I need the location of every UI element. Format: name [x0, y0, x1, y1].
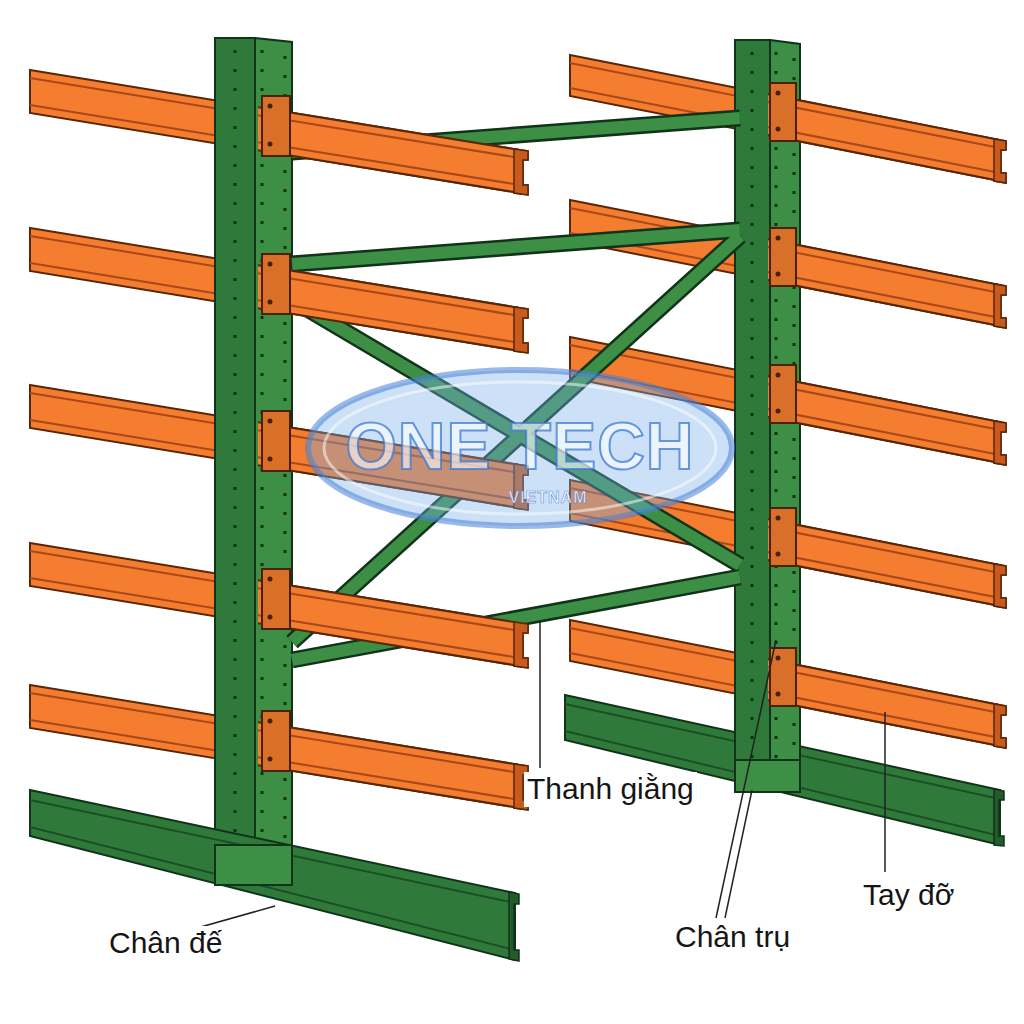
part-label-holder: Tay đỡ [860, 878, 957, 913]
part-label-holder: Thanh giằng [524, 772, 697, 807]
part-label: Tay đỡ [860, 878, 957, 913]
part-label: Thanh giằng [524, 772, 697, 807]
watermark-subtext-holder: VIETNAM [509, 489, 588, 507]
part-label-holder: Chân trụ [672, 920, 793, 955]
support-arms-back [30, 55, 1006, 810]
watermark-logo [308, 370, 732, 526]
watermark-text: ONE TECH [345, 413, 694, 479]
part-label: Chân trụ [672, 920, 793, 955]
watermark-text-holder: ONE TECH [345, 413, 694, 479]
watermark-subtext: VIETNAM [509, 490, 588, 506]
part-label-holder: Chân đế [106, 926, 225, 961]
leader-lines [190, 620, 885, 930]
bracing [292, 118, 740, 660]
support-arms-front-right [768, 55, 1006, 748]
part-label: Chân đế [106, 926, 225, 961]
